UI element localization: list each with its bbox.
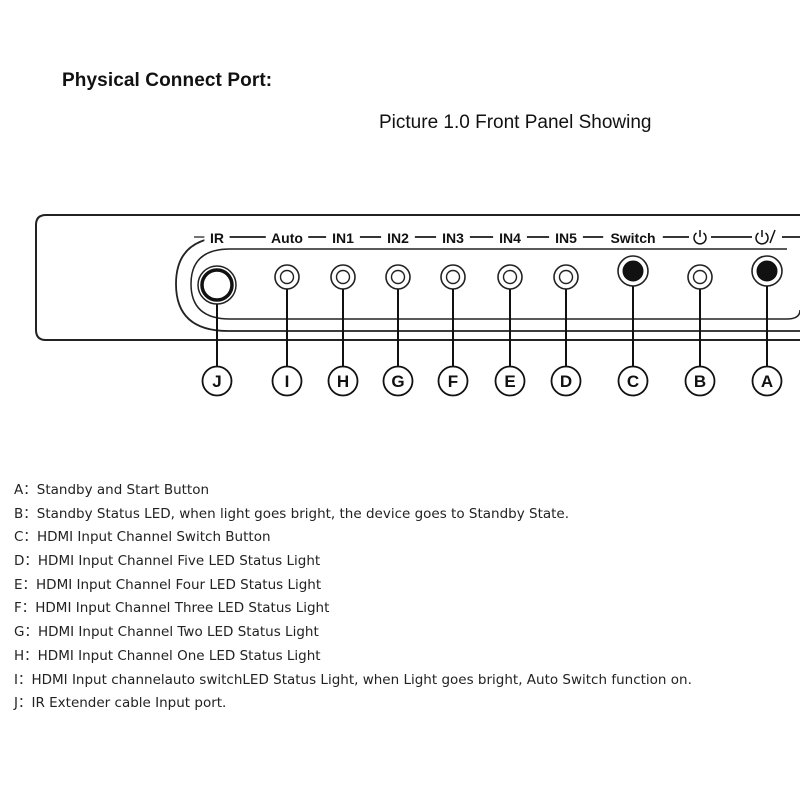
port-label: IN5 <box>555 230 577 246</box>
legend-text: HDMI Input Channel One LED Status Light <box>37 647 321 664</box>
switch-button[interactable] <box>622 260 644 282</box>
legend-text: Standby and Start Button <box>36 482 210 498</box>
port-label: Switch <box>610 230 655 246</box>
callout-circle <box>494 365 526 397</box>
callout-circle <box>327 365 359 397</box>
label-mask <box>204 229 230 246</box>
standby-icon <box>693 232 707 245</box>
status-led <box>279 269 295 285</box>
label-mask <box>436 229 470 246</box>
callout-circle <box>201 365 233 397</box>
status-led <box>335 269 351 285</box>
callout-letter: J <box>212 372 221 391</box>
port-label: IN1 <box>332 230 354 246</box>
port-label: Auto <box>271 230 303 246</box>
legend-item-i: I：HDMI Input channelauto switchLED Statu… <box>14 669 692 693</box>
label-mask <box>603 229 663 246</box>
legend-key: J： <box>14 695 32 712</box>
legend-item-a: A：Standby and Start Button <box>14 479 692 503</box>
legend-key: D： <box>14 553 38 570</box>
legend-item-f: F：HDMI Input Channel Three LED Status Li… <box>14 597 692 621</box>
legend-key: G： <box>14 624 38 641</box>
legend-item-d: D：HDMI Input Channel Five LED Status Lig… <box>14 550 692 574</box>
legend-text: HDMI Input Channel Two LED Status Light <box>37 624 319 641</box>
legend-key: F： <box>14 600 36 617</box>
legend-item-j: J：IR Extender cable Input port. <box>14 692 692 716</box>
callout-circle <box>382 365 414 397</box>
status-led <box>445 269 461 285</box>
callout-letter: E <box>504 372 515 391</box>
label-mask <box>493 229 527 246</box>
legend-text: IR Extender cable Input port. <box>31 695 227 712</box>
status-led <box>692 269 708 285</box>
device-outline <box>35 214 800 341</box>
legend-key: A： <box>14 482 37 498</box>
callout-letter: F <box>448 372 458 391</box>
page-heading: Physical Connect Port: <box>62 70 273 91</box>
legend-text: HDMI Input Channel Four LED Status Light <box>36 576 322 593</box>
label-mask <box>381 229 415 246</box>
callout-letter: I <box>285 372 290 391</box>
callout-circle <box>684 365 716 397</box>
power-icon-slash <box>769 229 776 244</box>
legend-item-g: G：HDMI Input Channel Two LED Status Ligh… <box>14 621 692 645</box>
legend-text: HDMI Input channelauto switchLED Status … <box>31 671 692 688</box>
callout-letter: A <box>761 372 773 391</box>
legend-text: Standby Status LED, when light goes brig… <box>36 505 570 522</box>
port-label: IN2 <box>387 230 409 246</box>
power-icon <box>755 232 769 245</box>
label-mask <box>549 229 583 246</box>
label-mask <box>265 229 309 246</box>
port-label: IN4 <box>499 230 521 246</box>
callout-circle <box>617 365 649 397</box>
legend-list: A：Standby and Start Button B：Standby Sta… <box>14 479 692 716</box>
standby-start-button[interactable] <box>756 260 778 282</box>
status-led <box>502 269 518 285</box>
legend-item-c: C：HDMI Input Channel Switch Button <box>14 526 692 550</box>
callout-circle <box>751 365 783 397</box>
legend-text: HDMI Input Channel Switch Button <box>36 529 271 546</box>
legend-text: HDMI Input Channel Three LED Status Ligh… <box>35 600 330 617</box>
panel-inner-pill <box>190 248 800 320</box>
callout-letter: D <box>560 372 572 391</box>
callout-letter: C <box>627 372 639 391</box>
callout-letter: G <box>391 372 404 391</box>
callout-letter: B <box>694 372 706 391</box>
legend-key: C： <box>14 529 37 546</box>
legend-item-b: B：Standby Status LED, when light goes br… <box>14 503 692 527</box>
legend-text: HDMI Input Channel Five LED Status Light <box>37 553 321 570</box>
legend-item-h: H：HDMI Input Channel One LED Status Ligh… <box>14 645 692 669</box>
label-mask <box>326 229 360 246</box>
legend-item-e: E：HDMI Input Channel Four LED Status Lig… <box>14 574 692 598</box>
callout-circle <box>437 365 469 397</box>
figure-caption: Picture 1.0 Front Panel Showing <box>379 112 652 133</box>
port-label: IR <box>210 230 224 246</box>
status-led <box>390 269 406 285</box>
legend-key: B： <box>14 505 37 522</box>
callout-circle <box>271 365 303 397</box>
legend-key: H： <box>14 647 38 664</box>
port-label: IN3 <box>442 230 464 246</box>
callout-letter: H <box>337 372 349 391</box>
legend-key: I： <box>14 671 32 688</box>
ir-port[interactable] <box>200 268 234 302</box>
legend-key: E： <box>14 576 37 593</box>
callout-circle <box>550 365 582 397</box>
status-led <box>558 269 574 285</box>
